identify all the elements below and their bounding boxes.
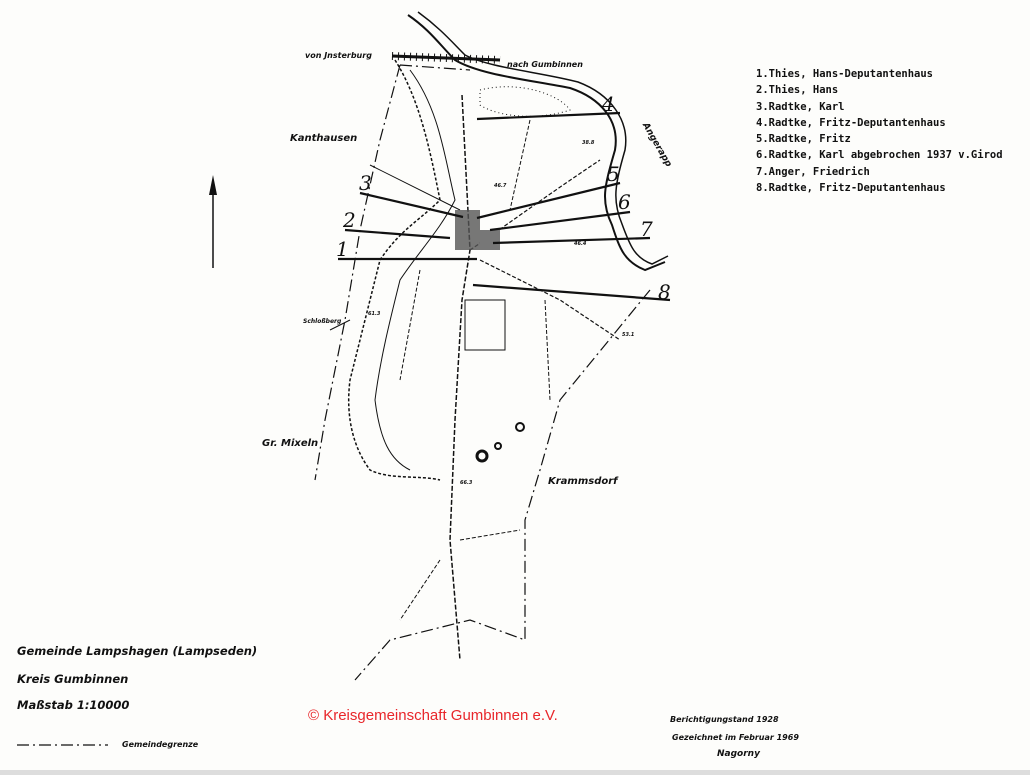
elevation: 46.7 xyxy=(494,183,507,189)
elevation: 46.4 xyxy=(574,241,587,247)
kreis-title: Kreis Gumbinnen xyxy=(17,672,129,686)
correction-date: Berichtigungstand 1928 xyxy=(670,715,779,724)
legend-item: 2.Thies, Hans xyxy=(756,84,839,97)
drawn-date: Gezeichnet im Februar 1969 xyxy=(672,733,799,742)
path xyxy=(544,299,551,401)
elevation: 53.1 xyxy=(622,332,635,338)
railway-ties xyxy=(391,52,501,64)
marker-6: 6 xyxy=(618,190,631,214)
elevation: 38.8 xyxy=(582,140,595,146)
marker-1: 1 xyxy=(336,237,349,261)
elevation: 66.3 xyxy=(460,480,473,486)
legend-item: 6.Radtke, Karl abgebrochen 1937 v.Girod xyxy=(756,149,1003,162)
track xyxy=(329,164,461,331)
legend-item: 1.Thies, Hans-Deputantenhaus xyxy=(756,68,934,80)
legend-item: 8.Radtke, Fritz-Deputantenhaus xyxy=(756,182,946,195)
municipal-boundary xyxy=(314,64,651,681)
owner-legend: 1.Thies, Hans-Deputantenhaus 2.Thies, Ha… xyxy=(756,66,1003,196)
label-krammsdorf: Krammsdorf xyxy=(548,476,618,487)
elevation: 61.3 xyxy=(368,311,381,317)
village-block xyxy=(480,230,500,250)
label-von-insterburg: von Jnsterburg xyxy=(305,51,372,60)
marker-2: 2 xyxy=(343,208,356,232)
legend-item: 7.Anger, Friedrich xyxy=(756,165,870,178)
forest-edge xyxy=(347,59,441,481)
pond xyxy=(494,442,502,450)
label-nach-gumbinnen: nach Gumbinnen xyxy=(507,60,583,69)
river-bank xyxy=(417,11,669,265)
pond xyxy=(475,449,489,463)
marker-line xyxy=(476,181,621,220)
legend-item: 4.Radtke, Fritz-Deputantenhaus xyxy=(756,116,946,129)
marker-line xyxy=(359,191,464,219)
marker-line xyxy=(489,210,631,232)
author: Nagorny xyxy=(717,749,760,759)
path xyxy=(399,529,521,621)
legend-item: 5.Radtke, Fritz xyxy=(756,133,851,146)
label-gr-mixeln: Gr. Mixeln xyxy=(262,438,319,449)
scale-text: Maßstab 1:10000 xyxy=(17,698,130,712)
copyright-notice: © Kreisgemeinschaft Gumbinnen e.V. xyxy=(308,707,558,724)
forest-edge xyxy=(374,69,456,471)
marker-7: 7 xyxy=(640,217,653,241)
boundary-legend-label: Gemeindegrenze xyxy=(122,740,199,749)
path xyxy=(399,269,421,381)
marker-5: 5 xyxy=(607,162,620,186)
label-kanthausen: Kanthausen xyxy=(290,133,358,144)
field-plot xyxy=(464,299,506,351)
path xyxy=(509,119,531,211)
label-schlossberg: Schloßberg xyxy=(303,318,342,325)
marker-lines xyxy=(338,111,671,302)
legend-item: 3.Radtke, Karl xyxy=(756,100,845,113)
meadow xyxy=(479,86,571,117)
marker-line xyxy=(476,111,621,121)
road xyxy=(449,94,471,661)
marker-line xyxy=(344,228,451,240)
marker-line xyxy=(492,236,651,245)
marker-3: 3 xyxy=(359,171,372,195)
marker-line xyxy=(472,283,671,302)
marker-8: 8 xyxy=(658,280,671,304)
marker-4: 4 xyxy=(602,92,615,116)
gemeinde-title: Gemeinde Lampshagen (Lampseden) xyxy=(17,644,258,658)
page-edge xyxy=(0,770,1030,775)
pond xyxy=(515,422,525,432)
north-arrow-head xyxy=(209,175,217,195)
